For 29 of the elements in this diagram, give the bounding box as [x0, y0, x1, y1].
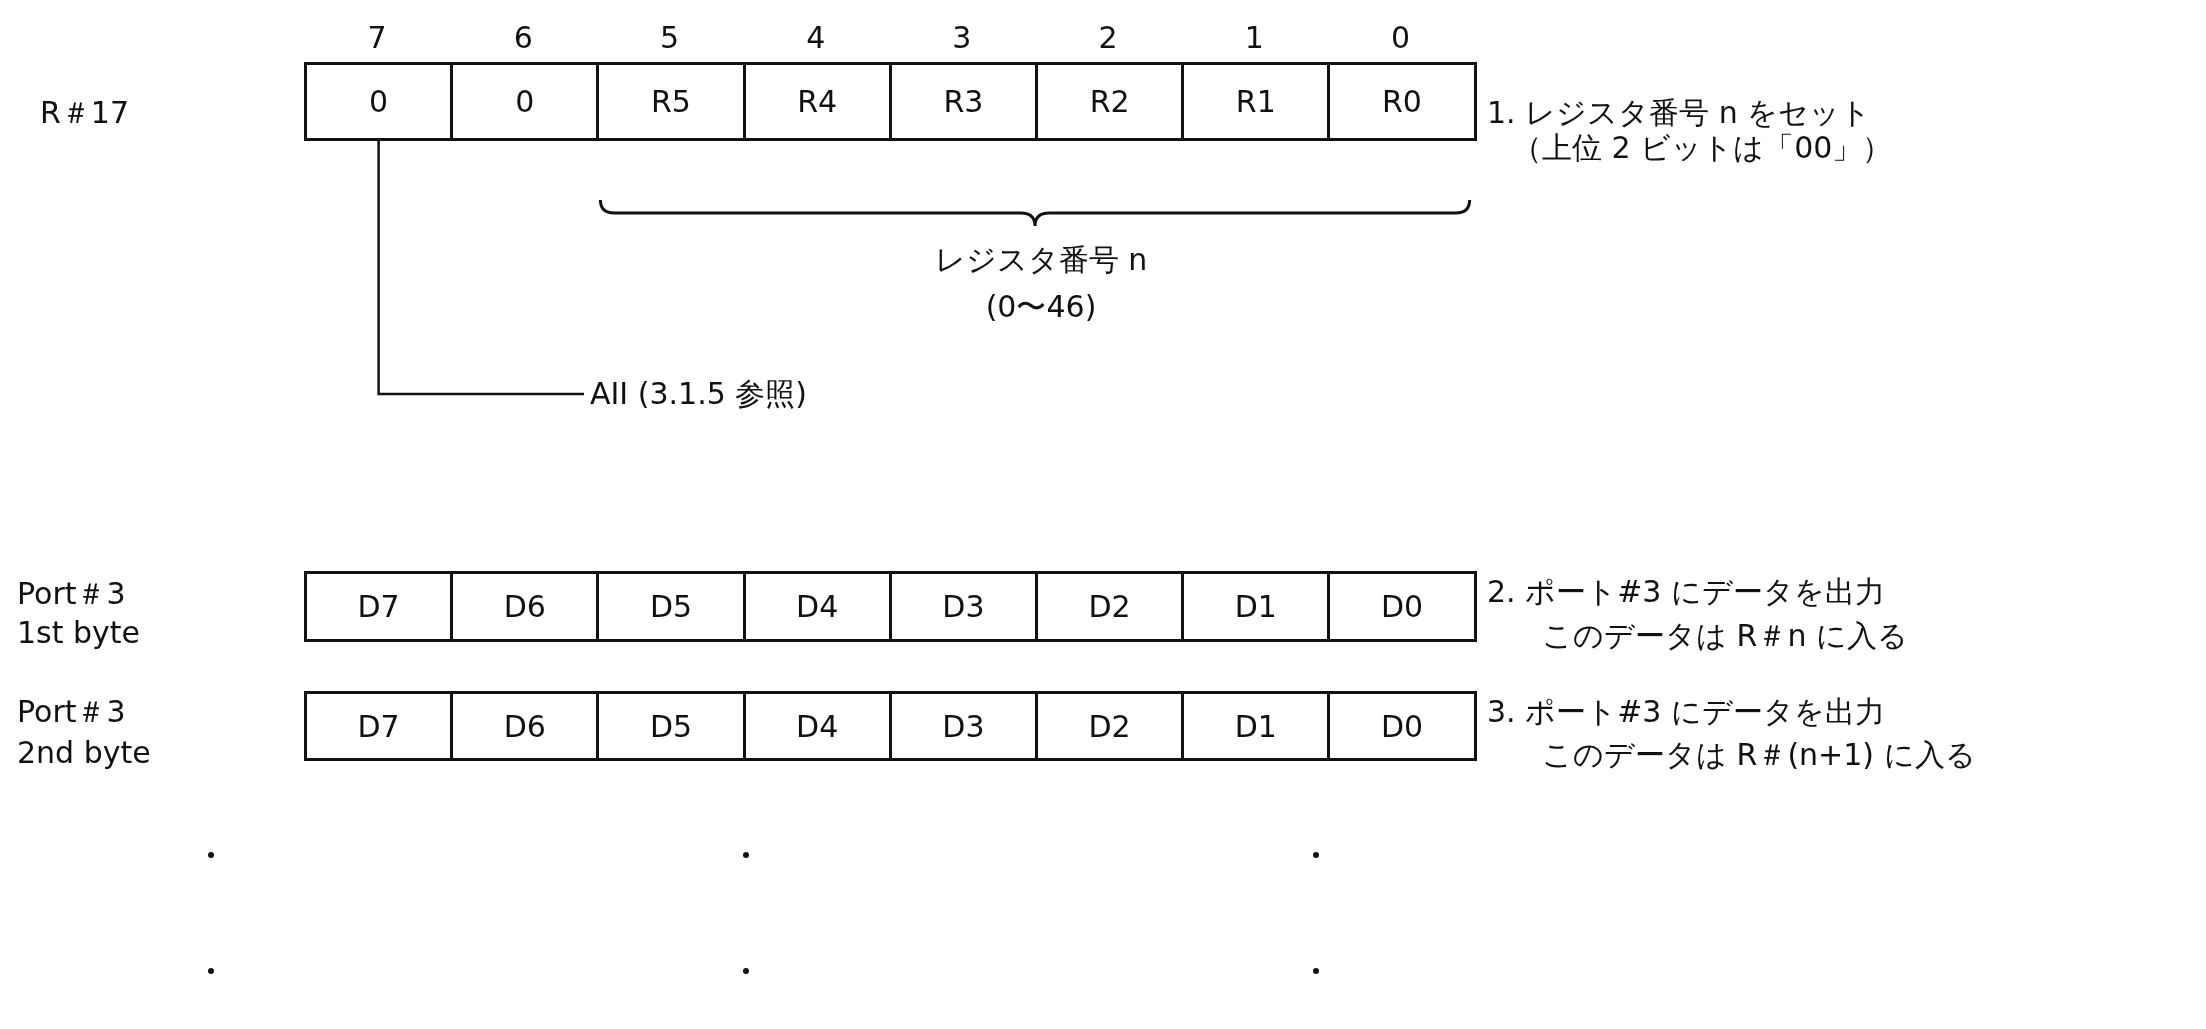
- bit-cell: D0: [1327, 691, 1477, 761]
- callout-text: AII (3.1.5 参照): [590, 376, 808, 412]
- port-name: 2nd byte: [17, 735, 151, 771]
- bit-cell: D5: [596, 691, 746, 761]
- step-note: このデータは R＃n に入る: [1542, 618, 1908, 654]
- port-name: Port＃3: [17, 694, 126, 730]
- port-name: 1st byte: [17, 615, 141, 651]
- port-name: Port＃3: [17, 576, 126, 612]
- bit-number: 5: [659, 20, 680, 56]
- bit-number: 7: [367, 20, 387, 56]
- bit-number: 6: [513, 20, 533, 56]
- leader-line: [377, 141, 584, 396]
- step-note: 2. ポート#3 にデータを出力: [1487, 574, 1885, 610]
- bit-cell: D5: [596, 571, 746, 642]
- bit-cell: D0: [1327, 571, 1477, 642]
- step-note: このデータは R＃(n+1) に入る: [1542, 737, 1976, 773]
- bit-number: 3: [952, 20, 972, 56]
- bit-cell: R0: [1327, 62, 1477, 141]
- bit-cell: R5: [596, 62, 746, 141]
- bit-number: 2: [1098, 20, 1118, 56]
- bit-number: 4: [806, 20, 826, 56]
- brace-label: (0〜46): [985, 289, 1097, 325]
- register-name: R＃17: [40, 95, 130, 131]
- step-note: 3. ポート#3 にデータを出力: [1487, 694, 1885, 730]
- step-note: （上位 2 ビットは「00」）: [1512, 130, 1893, 166]
- bit-number: 0: [1390, 20, 1411, 56]
- bit-number: 1: [1244, 20, 1264, 56]
- brace-label: レジスタ番号 n: [934, 242, 1148, 278]
- step-note: 1. レジスタ番号 n をセット: [1487, 95, 1872, 131]
